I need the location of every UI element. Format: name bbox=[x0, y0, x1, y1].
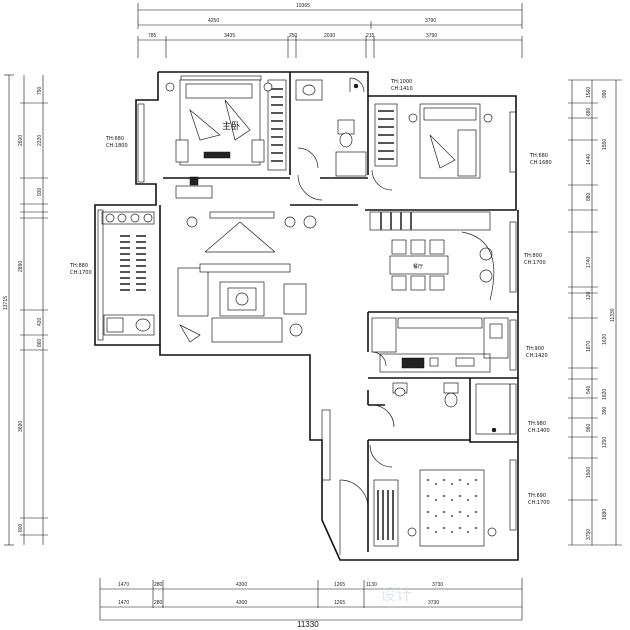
right-dimensions: 11330 1560 990 680 1440 880 1550 1740 12… bbox=[568, 79, 622, 546]
top-row2-dim-4: 215 bbox=[366, 33, 375, 39]
window-label-w6: TH:900 bbox=[525, 346, 544, 352]
window-labels: TH:1000 CH:1410 TH:680 CH:1800 TH:680 CH… bbox=[69, 79, 552, 506]
top-row2-dim-2: 250 bbox=[289, 33, 298, 39]
right-dim-13: 390 bbox=[602, 406, 608, 415]
bottom-row1-dim-1: 280 bbox=[154, 582, 163, 588]
kitchen bbox=[371, 317, 509, 373]
second-bathroom bbox=[369, 382, 511, 468]
master-bathroom bbox=[295, 77, 367, 201]
right-dim-7: 120 bbox=[586, 291, 592, 300]
left-dim-1: 2600 bbox=[18, 135, 24, 146]
bottom-row1-dim-4: 1130 bbox=[366, 582, 377, 588]
window-label-w2-ch: CH:1800 bbox=[106, 143, 128, 149]
right-dim-8: 1870 bbox=[586, 341, 592, 352]
left-dim-3: 930 bbox=[37, 187, 43, 196]
top-total-dim: 10365 bbox=[296, 3, 310, 9]
top-row2-dim-3: 2030 bbox=[324, 33, 335, 39]
right-dim-5: 1550 bbox=[602, 139, 608, 150]
living-room bbox=[101, 176, 317, 345]
right-total-dim: 11330 bbox=[610, 308, 616, 322]
right-dim-4: 880 bbox=[586, 192, 592, 201]
bed-third bbox=[419, 469, 485, 547]
bottom-row1-dim-2: 4300 bbox=[236, 582, 247, 588]
right-dim-0: 1560 bbox=[586, 87, 592, 98]
bottom-total-dim: 11330 bbox=[297, 620, 319, 629]
bottom-row2-dim-1: 280 bbox=[154, 600, 163, 606]
right-dim-3: 1440 bbox=[586, 154, 592, 165]
left-total-dim: 13715 bbox=[3, 296, 9, 310]
bottom-row2-dim-4: 3730 bbox=[428, 600, 439, 606]
window-label-w8: TH:690 bbox=[527, 493, 546, 499]
left-dim-5: 420 bbox=[37, 317, 43, 326]
right-dim-14: 960 bbox=[586, 423, 592, 432]
right-dim-12: 1620 bbox=[602, 389, 608, 400]
bottom-row1-dim-5: 3730 bbox=[432, 582, 443, 588]
dining-area: 餐厅 bbox=[369, 211, 495, 301]
left-dim-7: 3690 bbox=[18, 421, 24, 432]
window-label-w1: TH:1000 bbox=[390, 79, 412, 85]
left-dim-4: 2890 bbox=[18, 261, 24, 272]
room-label-master-bedroom: 主卧 bbox=[222, 120, 240, 132]
right-dim-11: 1620 bbox=[602, 334, 608, 345]
bottom-row2-dim-3: 1265 bbox=[334, 600, 345, 606]
window-label-w5-ch: CH:1700 bbox=[524, 260, 546, 266]
bottom-row2-dim-2: 4300 bbox=[236, 600, 247, 606]
top-row1-dim-1: 3790 bbox=[425, 18, 436, 24]
window-label-w7-ch: CH:1400 bbox=[528, 428, 550, 434]
left-dim-0: 790 bbox=[37, 86, 43, 95]
sofa-bottom bbox=[211, 317, 283, 343]
window-label-w4-ch: CH:1700 bbox=[70, 270, 92, 276]
watermark-text: 设计 bbox=[380, 585, 412, 604]
dining-table bbox=[389, 255, 449, 275]
left-dim-6: 860 bbox=[37, 338, 43, 347]
top-row2-dim-1: 3435 bbox=[224, 33, 235, 39]
right-dim-16: 1680 bbox=[602, 509, 608, 520]
window-label-w1-ch: CH:1410 bbox=[391, 86, 413, 92]
left-dim-2: 2220 bbox=[37, 135, 43, 146]
entry-door bbox=[339, 479, 369, 509]
right-dim-17: 3750 bbox=[586, 529, 592, 540]
master-bedroom: 主卧 bbox=[165, 79, 287, 171]
window-label-w6-ch: CH:1420 bbox=[526, 353, 548, 359]
top-dimensions: 10365 4250 3790 785 3435 250 2030 215 37… bbox=[137, 3, 523, 58]
bottom-row2-dim-0: 1470 bbox=[118, 600, 129, 606]
window-label-w2: TH:680 bbox=[105, 136, 124, 142]
right-dim-1: 990 bbox=[602, 89, 608, 98]
window-label-w3: TH:680 bbox=[529, 153, 548, 159]
window-label-w5: TH:800 bbox=[523, 253, 542, 259]
third-bedroom bbox=[373, 469, 497, 547]
bottom-dimensions: 1470 280 4300 1265 1130 3730 1470 280 43… bbox=[99, 578, 523, 629]
room-label-dining: 餐厅 bbox=[413, 263, 423, 270]
left-dim-8: 800 bbox=[18, 523, 24, 532]
sofa-left bbox=[177, 267, 209, 317]
window-label-w7: TH:980 bbox=[527, 421, 546, 427]
top-row1-dim-0: 4250 bbox=[208, 18, 219, 24]
bottom-row1-dim-3: 1265 bbox=[334, 582, 345, 588]
window-label-w8-ch: CH:1700 bbox=[528, 500, 550, 506]
right-dim-6: 1740 bbox=[586, 257, 592, 268]
right-dim-9: 540 bbox=[586, 385, 592, 394]
right-dim-2: 680 bbox=[586, 107, 592, 116]
window-label-w4: TH:880 bbox=[69, 263, 88, 269]
top-row2-dim-0: 785 bbox=[148, 33, 157, 39]
coffee-table bbox=[219, 281, 265, 317]
second-bedroom bbox=[371, 103, 493, 191]
right-dim-10: 1500 bbox=[586, 467, 592, 478]
bottom-row1-dim-0: 1470 bbox=[118, 582, 129, 588]
left-dimensions: 13715 790 2600 2220 930 2890 420 860 369… bbox=[3, 74, 48, 546]
right-dim-15: 1250 bbox=[602, 437, 608, 448]
window-openings bbox=[97, 75, 517, 531]
top-row2-dim-5: 3790 bbox=[426, 33, 437, 39]
window-label-w3-ch: CH:1680 bbox=[530, 160, 552, 166]
